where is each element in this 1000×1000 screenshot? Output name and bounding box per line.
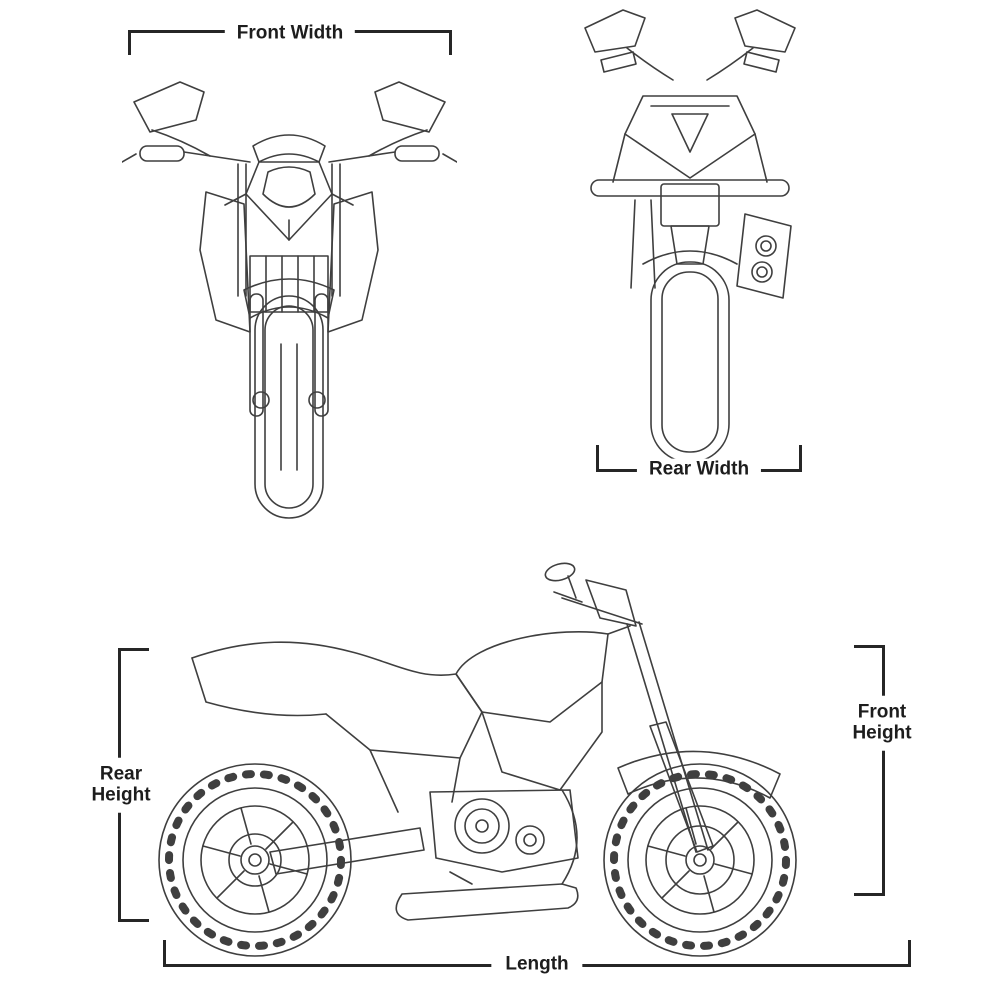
- mirror-right-icon: [369, 82, 445, 156]
- radiator: [250, 256, 328, 312]
- rear-view-drawing: [575, 6, 815, 466]
- length-dimension-bracket: Length: [163, 940, 911, 975]
- front-view-drawing: [122, 44, 457, 529]
- swingarm: [631, 200, 655, 288]
- bodywork: [192, 626, 630, 812]
- engine: [430, 790, 578, 884]
- tail-cowl: [613, 96, 767, 182]
- front-wheel: [253, 296, 325, 518]
- front-view: [122, 44, 457, 529]
- front-height-dimension-bracket: Front Height: [842, 645, 922, 896]
- front-width-label: Front Width: [224, 22, 356, 44]
- bar-ends: [601, 52, 779, 72]
- rear-fender: [643, 251, 737, 264]
- front-height-label: Front Height: [842, 695, 922, 751]
- rear-height-dimension-bracket: Rear Height: [83, 648, 159, 922]
- fork-legs: [250, 294, 328, 416]
- rear-height-label: Rear Height: [83, 757, 159, 813]
- headlight: [225, 162, 353, 240]
- handlebar: [122, 146, 457, 162]
- rear-view: [575, 6, 815, 466]
- side-shrouds: [200, 192, 378, 332]
- handlebar: [554, 592, 642, 624]
- rear-wheel: [159, 764, 351, 956]
- mirror-left-icon: [134, 82, 210, 156]
- front-fork: [627, 622, 713, 852]
- mirror-icon: [543, 562, 576, 598]
- rear-width-label: Rear Width: [636, 458, 762, 480]
- swingarm: [270, 828, 424, 874]
- side-view: [130, 562, 890, 962]
- grab-rail: [591, 180, 789, 196]
- headlight-cowl: [586, 580, 636, 626]
- front-wheel: [604, 764, 796, 956]
- mirror-left-icon: [585, 10, 673, 80]
- rear-wheel: [651, 262, 729, 462]
- mirror-right-icon: [707, 10, 795, 80]
- exhaust-muffler: [737, 214, 791, 298]
- side-view-drawing: [130, 562, 890, 962]
- exhaust: [396, 790, 578, 920]
- windscreen: [253, 135, 325, 162]
- front-width-dimension-bracket: Front Width: [128, 22, 452, 55]
- rear-width-dimension-bracket: Rear Width: [596, 445, 802, 480]
- front-fender: [618, 751, 780, 798]
- length-label: Length: [491, 953, 583, 975]
